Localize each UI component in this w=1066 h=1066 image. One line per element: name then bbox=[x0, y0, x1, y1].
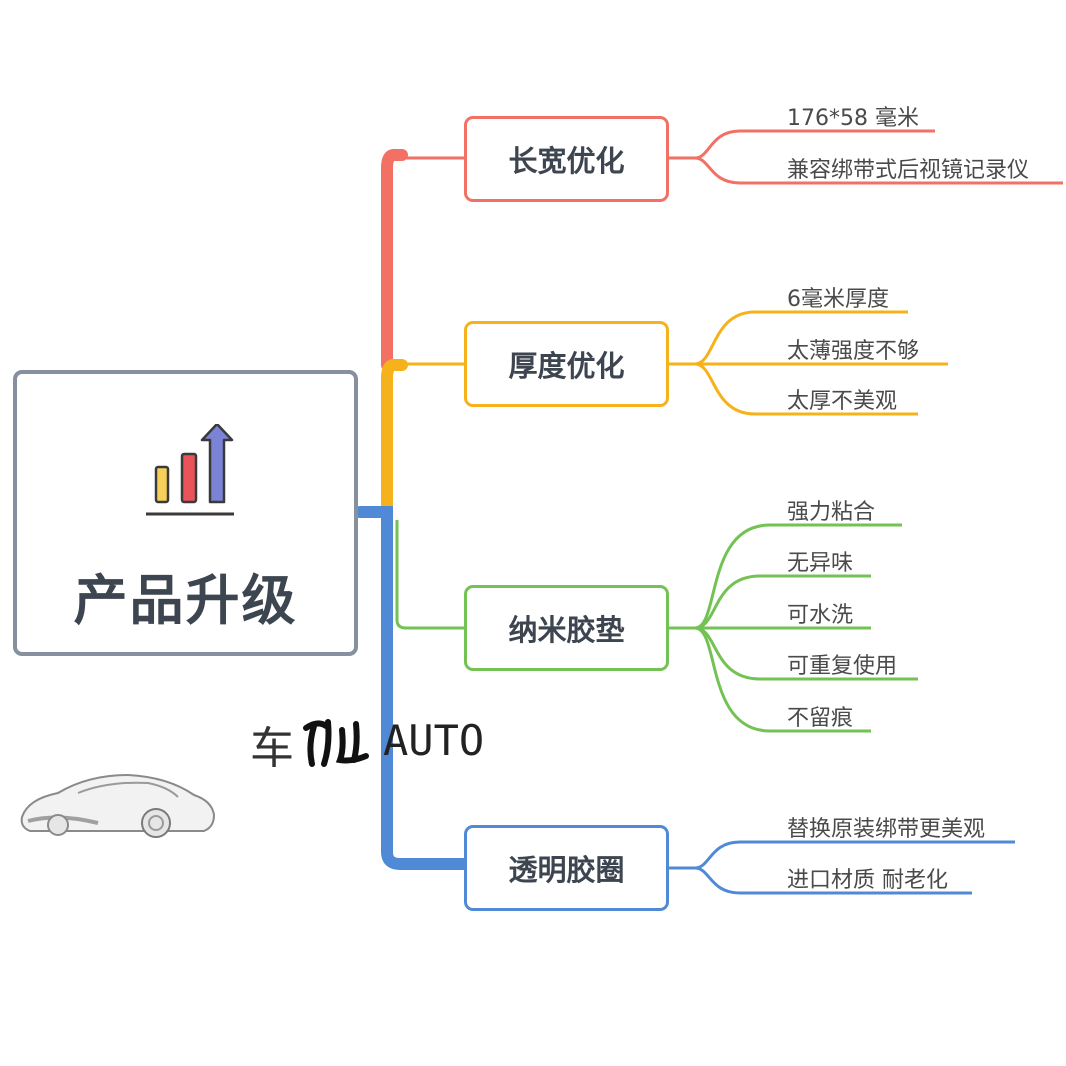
branch-size-optimization[interactable]: 长宽优化 bbox=[464, 116, 669, 202]
leaf-thickness-6mm[interactable]: 6毫米厚度 bbox=[787, 287, 889, 312]
leaf-line-green-2 bbox=[694, 574, 871, 630]
watermark-char: 车 bbox=[250, 723, 294, 774]
root-title: 产品升级 bbox=[73, 569, 298, 632]
leaf-pad-strong-adhesion[interactable]: 强力粘合 bbox=[787, 500, 876, 525]
leaf-ring-replace-strap[interactable]: 替换原装绑带更美观 bbox=[787, 817, 986, 842]
leaf-size-compatibility[interactable]: 兼容绑带式后视镜记录仪 bbox=[787, 158, 1030, 183]
leaf-pad-odorless[interactable]: 无异味 bbox=[787, 551, 854, 576]
leaf-thickness-too-thin[interactable]: 太薄强度不够 bbox=[787, 339, 920, 364]
branch-nano-pad[interactable]: 纳米胶垫 bbox=[464, 585, 669, 671]
connector-red bbox=[381, 149, 408, 371]
branch-clear-ring[interactable]: 透明胶圈 bbox=[464, 825, 669, 911]
connector-blue bbox=[354, 506, 470, 870]
leaf-line-blue-2 bbox=[694, 866, 972, 895]
leaf-size-dimensions[interactable]: 176*58 毫米 bbox=[787, 106, 919, 131]
bar-chart-growth-icon bbox=[146, 424, 234, 516]
leaf-pad-washable[interactable]: 可水洗 bbox=[787, 603, 854, 628]
calligraphy-logo-icon bbox=[303, 719, 369, 767]
branch-thickness-optimization[interactable]: 厚度优化 bbox=[464, 321, 669, 407]
leaf-line-red-2 bbox=[694, 156, 1063, 185]
connector-green bbox=[395, 520, 464, 630]
watermark-auto: AUTO bbox=[383, 716, 485, 765]
leaf-line-yellow-3 bbox=[694, 362, 918, 416]
sports-car-sketch-icon bbox=[20, 773, 216, 838]
leaf-ring-imported-material[interactable]: 进口材质 耐老化 bbox=[787, 868, 948, 893]
leaf-thickness-too-thick[interactable]: 太厚不美观 bbox=[787, 389, 898, 414]
leaf-pad-no-residue[interactable]: 不留痕 bbox=[787, 706, 854, 731]
leaf-line-green-5 bbox=[694, 626, 871, 733]
leaf-pad-reusable[interactable]: 可重复使用 bbox=[787, 654, 898, 679]
root-node[interactable]: 产品升级 bbox=[13, 370, 358, 656]
connector-yellow bbox=[381, 359, 408, 518]
